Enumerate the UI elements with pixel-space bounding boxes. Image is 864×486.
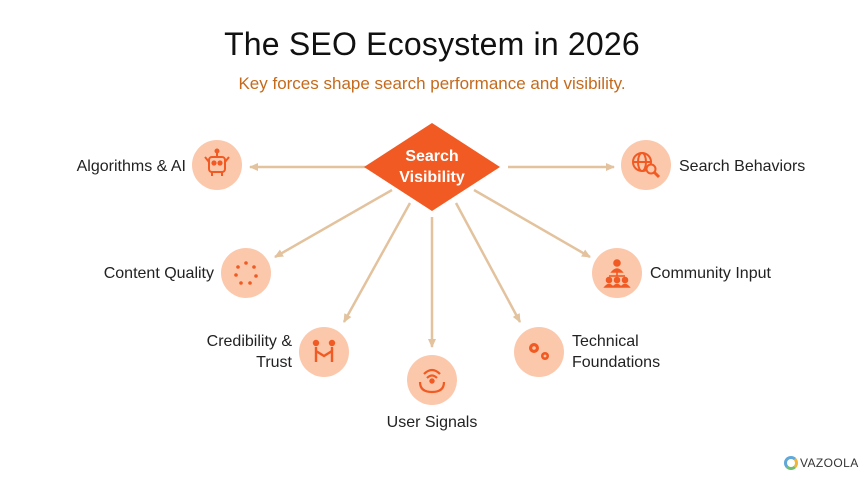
arrow-to-community-input [473,188,591,259]
dotted-circle-icon [234,261,258,285]
label-community-input: Community Input [650,265,771,282]
center-label-line1: Search [405,148,459,165]
label-search-behaviors: Search Behaviors [679,158,806,175]
label-technical: Technical Foundations [572,331,660,373]
node-algorithms [192,140,242,190]
label-technical-line1: Technical [572,333,639,350]
arrow-to-content-quality [274,188,393,259]
vazoola-logo-text: VAZOOLA [800,456,859,470]
label-credibility: Credibility & Trust [120,331,292,373]
page-title: The SEO Ecosystem in 2026 [224,26,640,62]
label-content-quality: Content Quality [103,265,214,282]
center-diamond [364,123,500,211]
page-subtitle: Key forces shape search performance and … [238,74,626,93]
label-user-signals: User Signals [386,414,478,431]
arrow-to-technical [454,202,522,323]
handshake-icon [312,339,336,362]
vazoola-logo: VAZOOLA [784,456,859,470]
node-technical [514,327,564,377]
arrow-to-credibility [342,202,412,323]
node-credibility [299,327,349,377]
robot-icon [204,148,230,176]
globe-search-icon [632,152,661,179]
gears-icon [529,343,549,360]
center-label: Search Visibility [382,146,482,188]
label-credibility-line1: Credibility & [206,333,292,350]
label-technical-line2: Foundations [572,354,661,371]
center-label-line2: Visibility [399,169,465,186]
node-content-quality [221,248,271,298]
label-algorithms: Algorithms & AI [76,158,186,175]
people-network-icon [603,259,631,288]
hand-signal-icon [418,368,446,394]
label-credibility-line2: Trust [256,354,292,371]
vazoola-logo-icon [784,456,798,470]
